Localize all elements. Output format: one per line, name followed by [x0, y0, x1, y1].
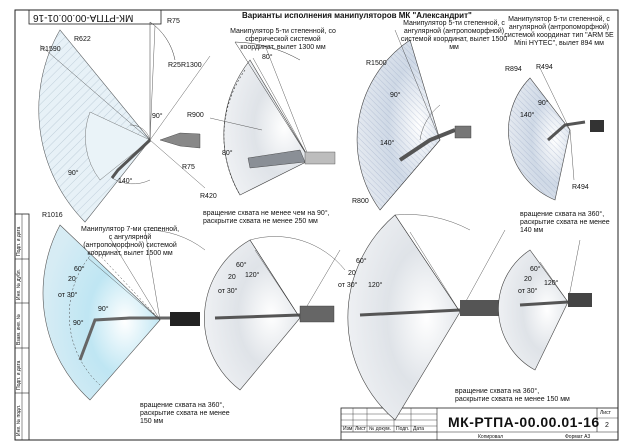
v3-angle-90: 90°: [390, 92, 401, 99]
tb-header-list: Лист: [355, 426, 366, 432]
v4-angle-90: 90°: [538, 100, 549, 107]
v1-angle-90-top: 90°: [152, 113, 163, 120]
v3-dim-r800: R800: [352, 198, 369, 205]
v6-angle-60: 60°: [236, 262, 247, 269]
title-block: [340, 407, 619, 441]
v5-angle-20: 20: [68, 276, 76, 283]
tb-header-sign: Подп.: [396, 426, 410, 432]
v4-dim-r894: R894: [505, 66, 522, 73]
v5-angle-ot30: от 30°: [58, 292, 78, 299]
v5-grip-note: вращение схвата на 360°, раскрытие схват…: [140, 402, 230, 426]
tb-sheet-label: Лист: [600, 410, 611, 416]
v2-angle-80-top: 80°: [262, 54, 273, 61]
v1-dim-r1300: R1300: [181, 62, 202, 69]
tb-document-number: МК-РТПА-00.00.01-16: [448, 414, 600, 430]
v5-angle-90-a: 90°: [98, 306, 109, 313]
v1-dim-r420: R420: [200, 193, 217, 200]
v8-angle-ot30: от 30°: [518, 288, 538, 295]
v1-dim-r622: R622: [74, 36, 91, 43]
tb-format: Формат А3: [565, 434, 591, 440]
v3-angle-140: 140°: [380, 140, 395, 147]
rotated-document-code: МК-РТПА-00.00.01-16: [33, 12, 134, 23]
v2-caption: Манипулятор 5-ти степенной, со сферическ…: [230, 28, 336, 52]
v6-angle-ot30: от 30°: [218, 288, 238, 295]
side-label-1: Подп. и дата: [16, 226, 22, 256]
code-box: [28, 9, 162, 25]
sheet-title: Варианты исполнения манипуляторов МК "Ал…: [242, 11, 472, 20]
side-label-2: Инв. № дубл.: [16, 269, 22, 300]
side-label-4: Подп. и дата: [16, 360, 22, 390]
v7-angle-60: 60°: [356, 258, 367, 265]
side-label-5: Инв. № подл.: [16, 404, 22, 436]
variant-1-zone: [38, 21, 211, 223]
v6-grip-note: вращение схвата не менее чем на 90°, рас…: [203, 210, 330, 226]
v3-dim-r1500: R1500: [366, 60, 387, 67]
v6-angle-120: 120°: [245, 272, 260, 279]
v7-grip-note: вращение схвата на 360°, раскрытие схват…: [455, 388, 570, 404]
v2-dim-r900: R900: [187, 112, 204, 119]
v4-caption: Манипулятор 5-ти степенной, с ангулярной…: [504, 16, 614, 48]
v1-dim-r1590: R1590: [40, 46, 61, 53]
v1-dim-r75-top: R75: [167, 18, 180, 25]
variant-6-zone: [204, 236, 346, 391]
v7-angle-120: 120°: [368, 282, 383, 289]
v6-angle-20: 20: [228, 274, 236, 281]
v1-dim-r1016: R1016: [42, 212, 63, 219]
variant-7-zone: [347, 214, 506, 421]
v8-angle-20: 20: [524, 276, 532, 283]
variant-2-zone: [209, 41, 336, 196]
side-label-3: Взам. инв. №: [16, 314, 22, 345]
v4-grip-note: вращение схвата на 360°, раскрытие схват…: [520, 211, 610, 235]
variant-8-zone: [498, 239, 592, 371]
v1-angle-140: 140°: [118, 178, 133, 185]
v7-angle-ot30: от 30°: [338, 282, 358, 289]
v8-angle-60: 60°: [530, 266, 541, 273]
v4-dim-r494-top: R494: [536, 64, 553, 71]
v5-angle-90-b: 90°: [73, 320, 84, 327]
v5-caption: Манипулятор 7-ми степенной, с ангулярной…: [80, 226, 180, 258]
variant-3-zone: [356, 29, 472, 211]
variant-4-zone: [508, 67, 604, 201]
tb-sheet-number: 2: [605, 422, 609, 429]
v3-caption: Манипулятор 5-ти степенной, с ангулярной…: [400, 20, 508, 52]
v4-dim-r494-bottom: R494: [572, 184, 589, 191]
v8-angle-120: 120°: [544, 280, 559, 287]
variant-5-zone: [42, 224, 206, 401]
v5-angle-60: 60°: [74, 266, 85, 273]
v7-angle-20: 20: [348, 270, 356, 277]
tb-header-date: Дата: [413, 426, 425, 432]
v1-angle-90-left: 90°: [68, 170, 79, 177]
v1-dim-r25: R25: [168, 62, 181, 69]
tb-header-doc: № докум.: [369, 426, 391, 432]
tb-header-izm: Изм: [343, 426, 353, 432]
v4-angle-140: 140°: [520, 112, 535, 119]
tb-copied: Копировал: [478, 434, 504, 440]
v2-angle-80-left: 80°: [222, 150, 233, 157]
v1-dim-r75-bottom: R75: [182, 164, 195, 171]
